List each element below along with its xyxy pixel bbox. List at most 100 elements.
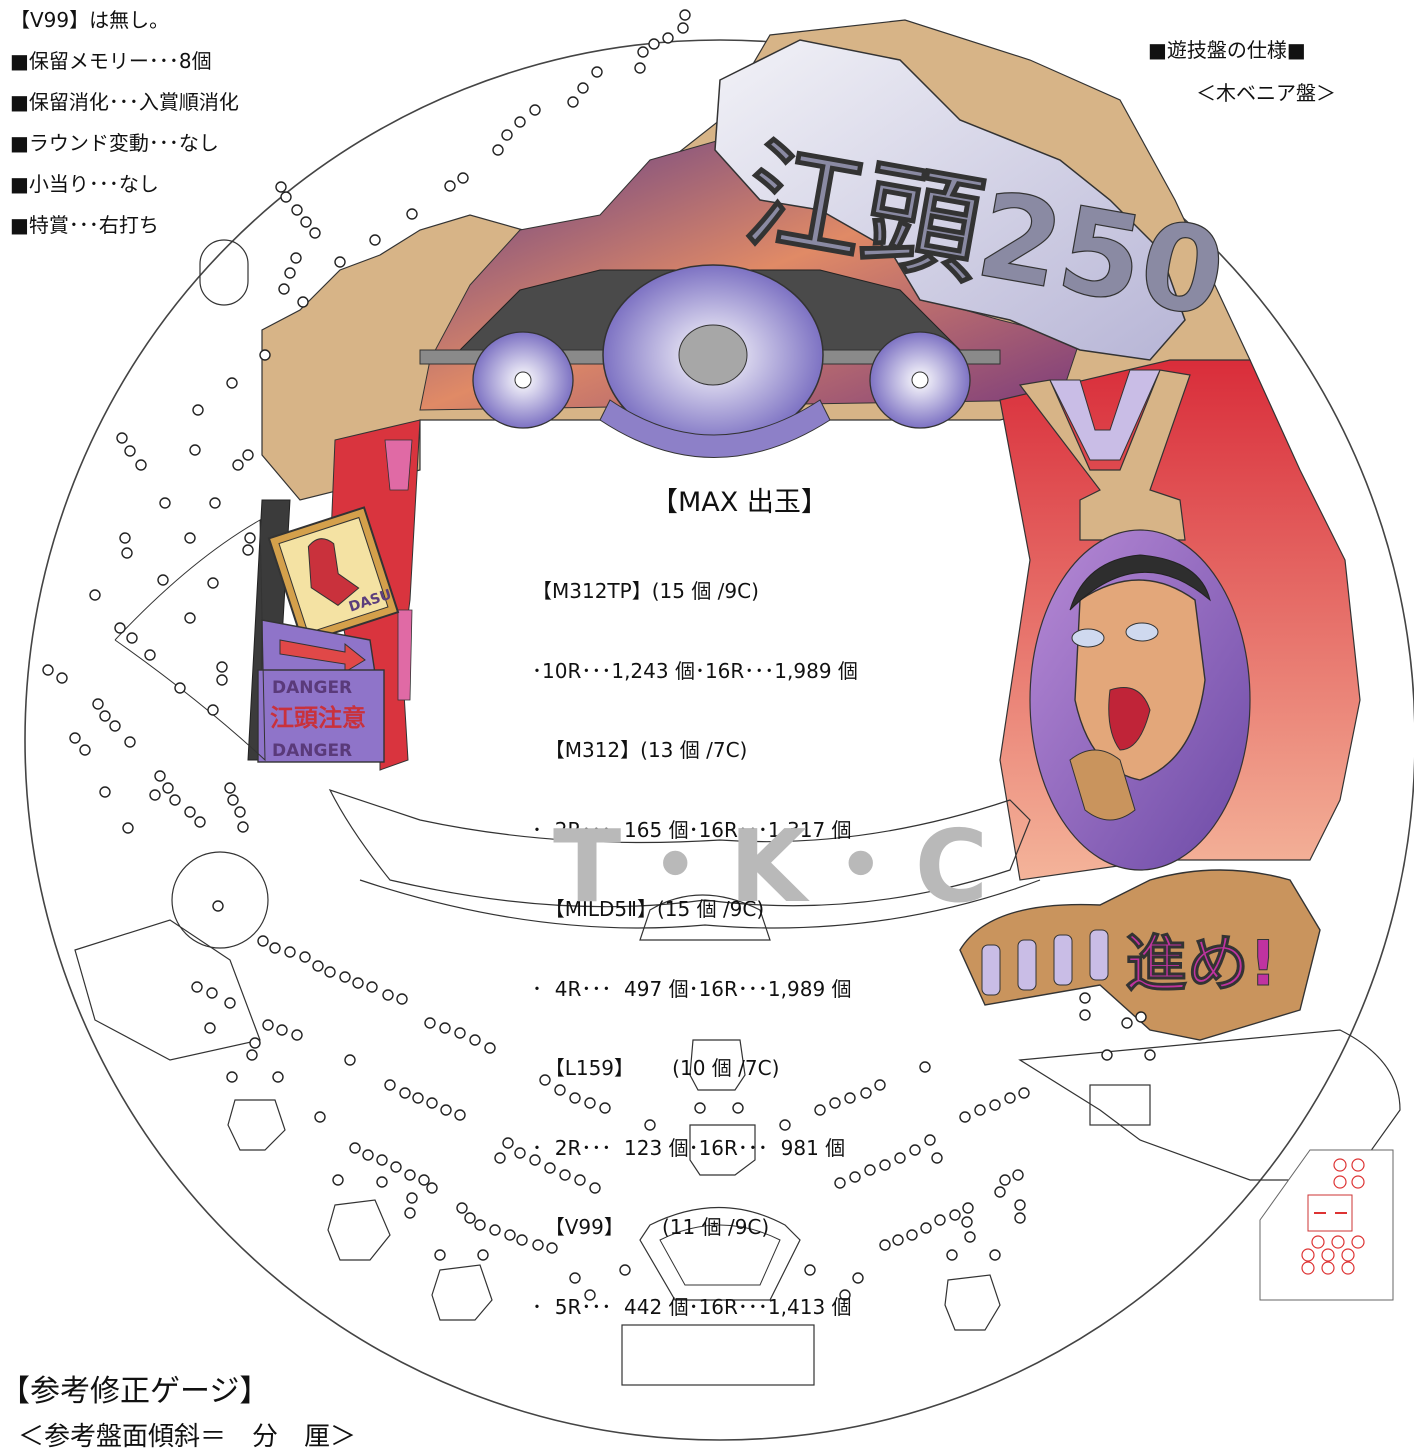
nail-field xyxy=(42,9,1156,1301)
susume-plate xyxy=(959,869,1321,1041)
nail xyxy=(162,782,174,794)
trophy-cup xyxy=(1049,369,1161,461)
nail xyxy=(839,1289,851,1301)
nail xyxy=(426,1097,438,1109)
nail xyxy=(732,1102,744,1114)
nail xyxy=(677,22,689,34)
nail xyxy=(424,1017,436,1029)
nail xyxy=(456,1202,468,1214)
indicator-led xyxy=(1333,1158,1347,1172)
nail xyxy=(546,1242,558,1254)
nail xyxy=(349,1142,361,1154)
payout-line: 【M312TP】(15 個 /9C) xyxy=(532,579,759,603)
spec-item: ■保留消化･･･入賞順消化 xyxy=(10,90,239,114)
nail xyxy=(989,1099,1001,1111)
payout-line: 【L159】 (10 個 /7C) xyxy=(532,1056,780,1080)
indicator-led xyxy=(1321,1261,1335,1275)
nail xyxy=(390,1161,402,1173)
nail xyxy=(962,1202,974,1214)
nail xyxy=(362,1149,374,1161)
nail xyxy=(299,951,311,963)
left-pink-strip xyxy=(384,439,413,701)
nail xyxy=(920,1222,932,1234)
nail xyxy=(909,1144,921,1156)
nail xyxy=(489,1224,501,1236)
danger-bottom-label: DANGER xyxy=(272,741,352,761)
nail xyxy=(124,445,136,457)
nail xyxy=(1014,1212,1026,1224)
nail xyxy=(514,116,526,128)
nail xyxy=(662,32,674,44)
payout-line: ･ 5R･･･ 442 個･16R･･･1,413 個 xyxy=(532,1294,852,1319)
nail xyxy=(89,589,101,601)
nail xyxy=(961,1216,973,1228)
character-eye-right xyxy=(1125,622,1159,642)
nail xyxy=(312,960,324,972)
nail xyxy=(1121,1017,1133,1029)
nail xyxy=(206,987,218,999)
dasu-sign: DASU xyxy=(267,506,400,645)
nail xyxy=(194,816,206,828)
nail xyxy=(189,444,201,456)
nail xyxy=(99,786,111,798)
nail xyxy=(300,216,312,228)
left-pocket-1 xyxy=(227,1099,286,1151)
nail xyxy=(184,532,196,544)
nail xyxy=(69,732,81,744)
center-attacker xyxy=(689,1124,756,1176)
nail xyxy=(444,180,456,192)
nail xyxy=(154,770,166,782)
nail xyxy=(492,144,504,156)
nail xyxy=(874,1079,886,1091)
nail xyxy=(879,1239,891,1251)
nail xyxy=(126,632,138,644)
left-return xyxy=(114,519,266,762)
nail xyxy=(974,1104,986,1116)
spec-item: ■特賞･･･右打ち xyxy=(10,213,159,237)
nail xyxy=(399,1087,411,1099)
nail xyxy=(384,1079,396,1091)
nail xyxy=(56,672,68,684)
indicator-led xyxy=(1311,1235,1325,1249)
nail xyxy=(174,682,186,694)
nail xyxy=(369,234,381,246)
susume-label: 進め! xyxy=(1125,927,1277,1000)
nail xyxy=(567,96,579,108)
payout-line: ･ 4R･･･ 497 個･16R･･･1,989 個 xyxy=(532,976,852,1001)
nail xyxy=(529,104,541,116)
danger-top-label: DANGER xyxy=(272,678,352,698)
nail xyxy=(184,612,196,624)
payout-line: 【MILD5Ⅱ】(15 個 /9C) xyxy=(532,897,765,921)
nail xyxy=(406,1192,418,1204)
nail xyxy=(502,1137,514,1149)
nail xyxy=(284,946,296,958)
susume-slot-3 xyxy=(1053,934,1073,986)
payout-line: ･10R･･･1,243 個･16R･･･1,989 個 xyxy=(532,658,858,683)
nail xyxy=(124,736,136,748)
nail xyxy=(376,1176,388,1188)
nail xyxy=(906,1229,918,1241)
nail xyxy=(494,1152,506,1164)
left-wheel-hub xyxy=(514,371,532,389)
nail xyxy=(344,1054,356,1066)
nail xyxy=(464,1212,476,1224)
nail xyxy=(1018,1087,1030,1099)
nail xyxy=(454,1027,466,1039)
bottom-electric-tulip xyxy=(639,1207,801,1301)
nail xyxy=(994,1186,1006,1198)
indicator-led xyxy=(1351,1235,1365,1249)
left-pocket-2 xyxy=(327,1199,391,1261)
nail xyxy=(924,1134,936,1146)
nail xyxy=(1101,1049,1113,1061)
nail xyxy=(477,1249,489,1261)
nail xyxy=(334,256,346,268)
nail xyxy=(844,1092,856,1104)
right-wheel-hub xyxy=(911,371,929,389)
nail xyxy=(544,1162,556,1174)
nail xyxy=(226,1071,238,1083)
nail xyxy=(949,1209,961,1221)
nail xyxy=(529,1154,541,1166)
indicator-led xyxy=(1321,1248,1335,1262)
indicator-led xyxy=(1331,1235,1345,1249)
